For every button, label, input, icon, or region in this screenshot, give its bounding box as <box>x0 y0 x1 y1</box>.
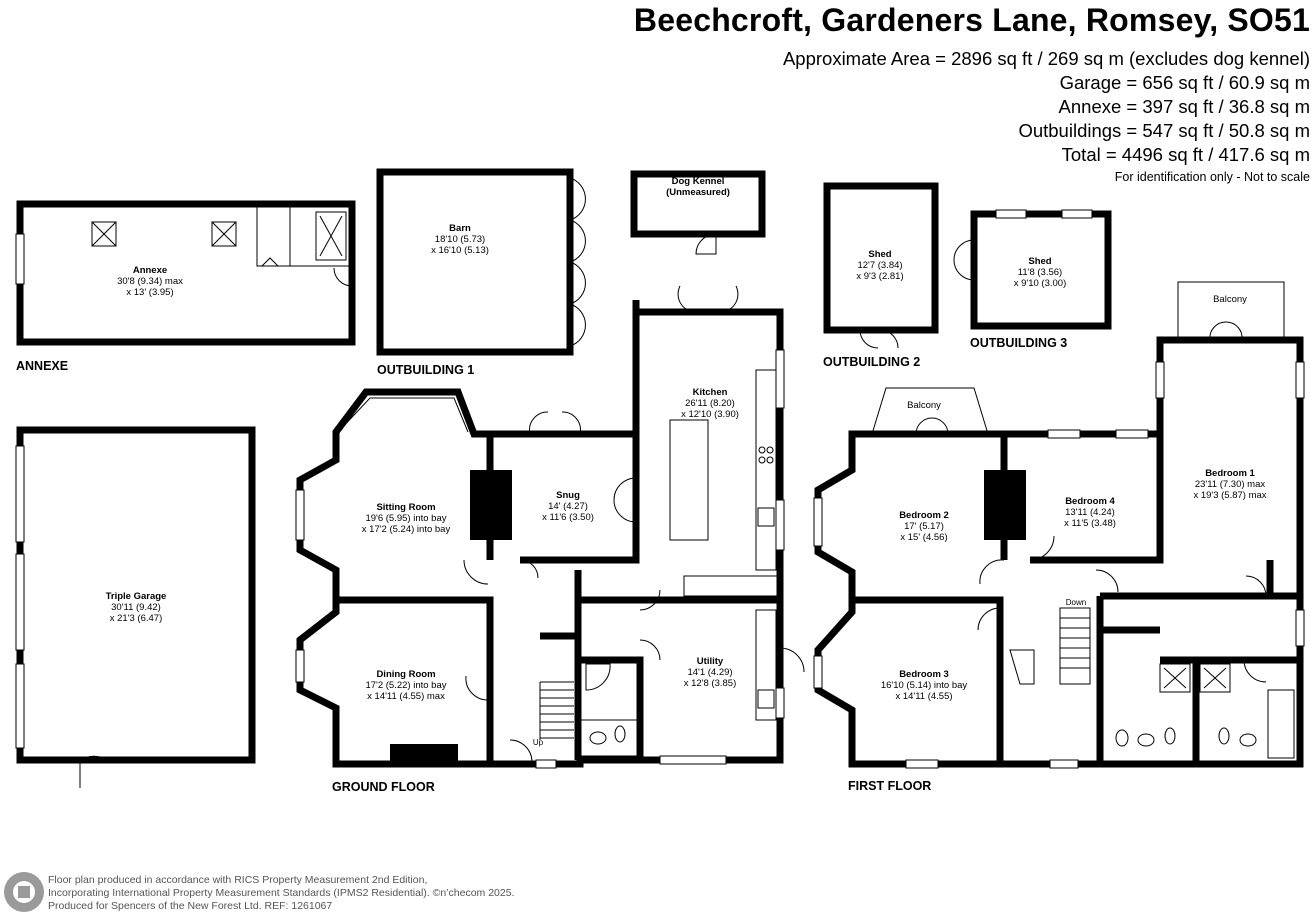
disclaimer-note: For identification only - Not to scale <box>1114 170 1310 184</box>
garage-plan <box>15 426 256 788</box>
first-floor-plan <box>813 281 1305 769</box>
barn-plan <box>376 168 586 356</box>
balcony-right-label: Balcony <box>1213 294 1247 305</box>
area-line: Outbuildings = 547 sq ft / 50.8 sq m <box>1018 120 1310 141</box>
footer-line: Floor plan produced in accordance with R… <box>48 874 428 886</box>
stairs-up-label: Up <box>533 738 544 747</box>
balcony-left-label: Balcony <box>907 400 941 411</box>
stairs-down-label: Down <box>1066 598 1086 607</box>
section-labels: ANNEXE OUTBUILDING 1 OUTBUILDING 2 OUTBU… <box>16 336 1067 794</box>
outbuilding1-section-label: OUTBUILDING 1 <box>377 363 474 377</box>
kennel-plan <box>630 170 766 255</box>
ground-floor-plan <box>295 285 805 769</box>
ground-floor-section-label: GROUND FLOOR <box>332 780 435 794</box>
annexe-plan <box>15 200 356 346</box>
annexe-section-label: ANNEXE <box>16 359 68 373</box>
area-line: Total = 4496 sq ft / 417.6 sq m <box>1061 144 1310 165</box>
kennel-label: Dog Kennel(Unmeasured) <box>666 176 730 198</box>
footer-line: Incorporating International Property Mea… <box>48 887 515 899</box>
area-line: Garage = 656 sq ft / 60.9 sq m <box>1059 72 1310 93</box>
outbuilding3-section-label: OUTBUILDING 3 <box>970 336 1067 350</box>
footer-line: Produced for Spencers of the New Forest … <box>48 900 333 912</box>
shed-plans <box>823 182 1112 349</box>
outbuilding2-section-label: OUTBUILDING 2 <box>823 355 920 369</box>
page-title: Beechcroft, Gardeners Lane, Romsey, SO51 <box>633 2 1310 38</box>
area-line: Annexe = 397 sq ft / 36.8 sq m <box>1058 96 1310 117</box>
area-line: Approximate Area = 2896 sq ft / 269 sq m… <box>782 48 1310 69</box>
first-floor-section-label: FIRST FLOOR <box>848 779 931 793</box>
nichecom-logo-icon <box>4 872 44 912</box>
